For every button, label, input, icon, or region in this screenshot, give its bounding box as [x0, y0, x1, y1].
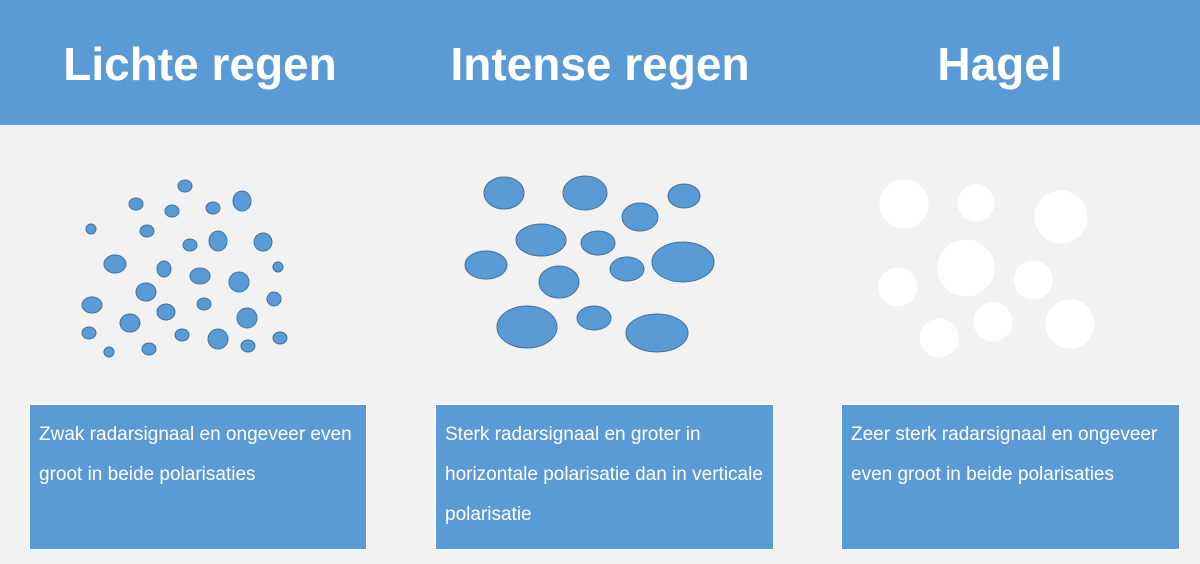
rain-drop — [81, 296, 103, 314]
rain-drop — [196, 297, 212, 311]
description-intense-rain: Sterk radarsignaal en groter in horizont… — [435, 404, 774, 550]
rain-drop — [236, 307, 258, 329]
description-light-rain: Zwak radarsignaal en ongeveer even groot… — [29, 404, 367, 550]
rain-drop — [667, 183, 701, 209]
hail-stone — [973, 302, 1013, 342]
rain-drop — [496, 305, 558, 349]
rain-drop — [621, 202, 659, 232]
rain-drop — [228, 271, 250, 293]
hail-stone — [1013, 260, 1053, 300]
intense-rain-drops — [464, 175, 715, 353]
rain-drop — [580, 230, 616, 256]
rain-drop — [156, 260, 172, 278]
hail-stones — [878, 179, 1095, 358]
rain-drop — [141, 342, 157, 356]
hail-stone — [1045, 299, 1095, 349]
rain-drop — [253, 232, 273, 252]
rain-drop — [174, 328, 190, 342]
rain-drop — [119, 313, 141, 333]
rain-drop — [207, 328, 229, 350]
light-rain-drops — [81, 179, 288, 358]
hail-stone — [879, 179, 929, 229]
rain-drop — [156, 303, 176, 321]
rain-drop — [483, 176, 525, 210]
rain-drop — [81, 326, 97, 340]
rain-drop — [189, 267, 211, 285]
rain-drop — [464, 250, 508, 280]
rain-drop — [625, 313, 689, 353]
hail-stone — [937, 239, 995, 297]
rain-drop — [576, 305, 612, 331]
rain-drop — [128, 197, 144, 211]
rain-drop — [103, 346, 115, 358]
rain-drop — [515, 223, 567, 257]
rain-drop — [103, 254, 127, 274]
rain-drop — [182, 238, 198, 252]
rain-drop — [164, 204, 180, 218]
title-intense-rain: Intense regen — [450, 38, 750, 90]
hail-stone — [957, 184, 995, 222]
rain-drop — [651, 241, 715, 283]
rain-drop — [609, 256, 645, 282]
header-banner — [0, 0, 1200, 125]
rain-drop — [272, 331, 288, 345]
rain-drop — [266, 291, 282, 307]
rain-drop — [232, 190, 252, 212]
description-hail: Zeer sterk radarsignaal en ongeveer even… — [841, 404, 1180, 550]
rain-drop — [272, 261, 284, 273]
hail-stone — [878, 267, 918, 307]
rain-drop — [562, 175, 608, 211]
rain-drop — [205, 201, 221, 215]
rain-drop — [538, 265, 580, 299]
rain-drop — [177, 179, 193, 193]
rain-drop — [240, 339, 256, 353]
hail-stone — [1034, 190, 1088, 244]
rain-drop — [139, 224, 155, 238]
title-hail: Hagel — [937, 38, 1063, 90]
hail-stone — [919, 318, 959, 358]
rain-drop — [135, 282, 157, 302]
title-light-rain: Lichte regen — [63, 38, 337, 90]
rain-drop — [208, 230, 228, 252]
rain-drop — [85, 223, 97, 235]
